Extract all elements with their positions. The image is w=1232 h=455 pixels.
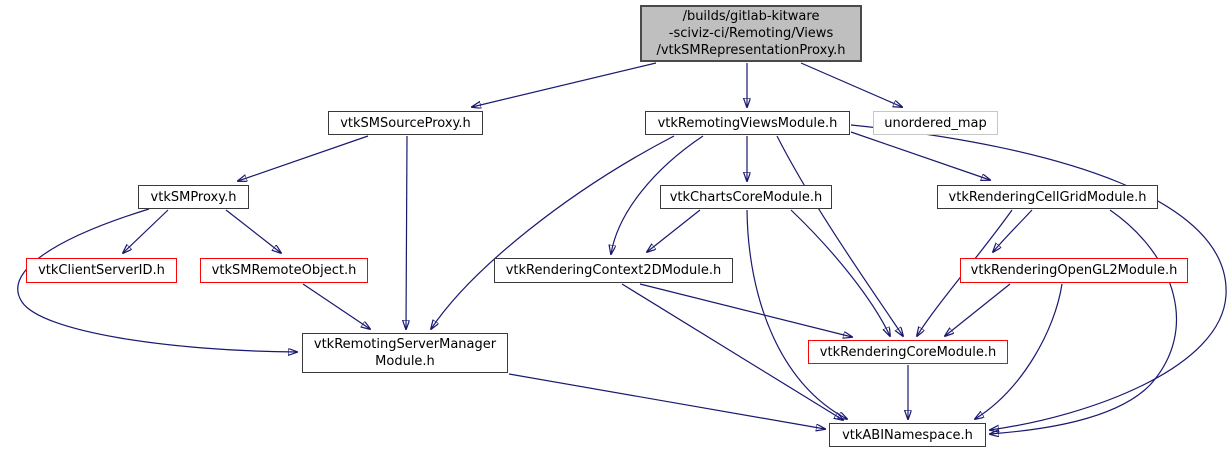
graph-node-vtkSMProxy[interactable]: vtkSMProxy.h [138,185,249,209]
edge-vtkChartsCoreModule-to-vtkABINamespace [746,209,847,419]
graph-node-vtkRenderingCoreModule[interactable]: vtkRenderingCoreModule.h [808,340,1008,364]
graph-node-vtkRemotingViewsModule[interactable]: vtkRemotingViewsModule.h [645,111,850,135]
graph-node-vtkRenderingCellGridModule[interactable]: vtkRenderingCellGridModule.h [937,185,1158,209]
edge-vtkRenderingCellGridModule-to-vtkRenderingOpenGL2Module [993,209,1033,252]
edge-vtkRenderingCellGridModule-to-vtkABINamespace [990,209,1178,434]
graph-node-vtkSMSourceProxy[interactable]: vtkSMSourceProxy.h [328,111,483,135]
edge-vtkRenderingContext2DModule-to-vtkABINamespace [621,283,843,420]
graph-node-vtkRemotingServerManagerModule[interactable]: vtkRemotingServerManager Module.h [302,333,508,373]
edge-vtkSMProxy-to-vtkClientServerID [123,209,169,253]
edge-vtkRemotingServerManagerModule-to-vtkABINamespace [508,373,825,429]
edge-vtkRenderingContext2DModule-to-vtkRenderingCoreModule [639,283,852,337]
edge-vtkRenderingOpenGL2Module-to-vtkRenderingCoreModule [945,283,1011,336]
graph-node-root-vtkSMRepresentationProxy: /builds/gitlab-kitware -sciviz-ci/Remoti… [640,5,862,62]
edge-root-to-vtkSMSourceProxy [472,62,657,107]
graph-node-vtkABINamespace[interactable]: vtkABINamespace.h [829,423,986,447]
edge-vtkRemotingViewsModule-to-vtkRenderingCellGridModule [850,131,990,180]
edge-root-to-unordered_map [800,62,902,107]
edge-vtkChartsCoreModule-to-vtkRenderingContext2DModule [647,209,701,252]
edge-vtkRenderingCellGridModule-to-vtkRenderingCoreModule [917,209,1013,336]
edge-vtkSMProxy-to-vtkRemotingServerManagerModule [17,208,297,352]
edge-vtkRemotingViewsModule-to-vtkRenderingCoreModule [776,135,903,336]
edge-vtkRemotingViewsModule-to-vtkRenderingContext2DModule [611,135,704,254]
graph-node-vtkRenderingContext2DModule[interactable]: vtkRenderingContext2DModule.h [494,258,733,283]
edge-vtkSMSourceProxy-to-vtkSMProxy [238,135,369,181]
graph-node-vtkRenderingOpenGL2Module[interactable]: vtkRenderingOpenGL2Module.h [960,258,1188,283]
graph-node-vtkClientServerID[interactable]: vtkClientServerID.h [26,258,177,283]
edge-vtkRemotingViewsModule-to-vtkABINamespace [850,124,1227,430]
graph-node-vtkChartsCoreModule[interactable]: vtkChartsCoreModule.h [660,185,832,209]
edge-vtkChartsCoreModule-to-vtkRenderingCoreModule [790,209,890,336]
edge-vtkRemotingViewsModule-to-vtkRemotingServerManagerModule [431,135,675,329]
edge-vtkSMProxy-to-vtkSMRemoteObject [225,209,281,253]
graph-node-vtkSMRemoteObject[interactable]: vtkSMRemoteObject.h [200,258,368,283]
graph-node-unordered-map: unordered_map [873,111,998,135]
edge-vtkSMRemoteObject-to-vtkRemotingServerManagerModule [302,283,370,329]
edge-vtkRenderingOpenGL2Module-to-vtkABINamespace [975,283,1063,419]
edge-vtkSMSourceProxy-to-vtkRemotingServerManagerModule [406,135,407,329]
